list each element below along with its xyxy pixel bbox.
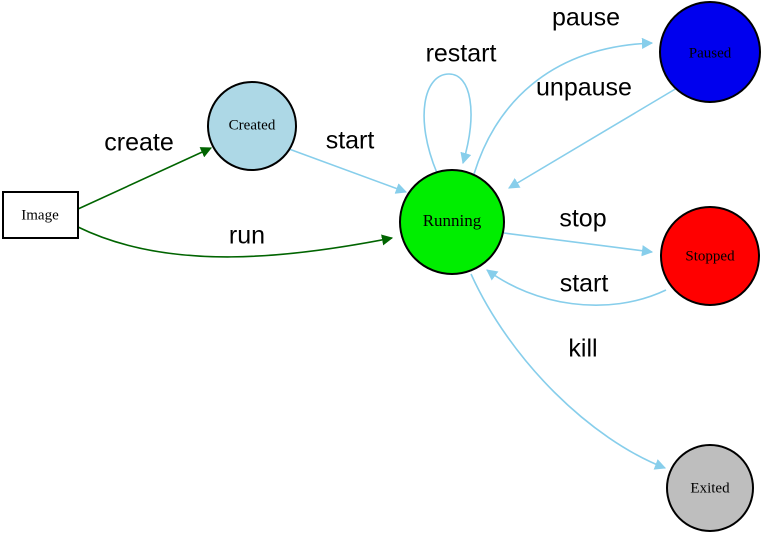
node-image-label: Image — [21, 207, 59, 223]
edge-pause[interactable] — [473, 37, 654, 175]
node-image[interactable]: Image — [2, 191, 79, 239]
edge-label-pause: pause — [552, 4, 620, 32]
node-stopped-shape — [660, 206, 760, 306]
edge-label-run: run — [229, 222, 265, 250]
edge-label-start-created: start — [326, 127, 375, 155]
edge-start-stopped-path — [486, 269, 667, 306]
node-created-label: Created — [229, 117, 276, 133]
edge-label-create: create — [104, 129, 173, 157]
edge-unpause-path — [508, 87, 678, 189]
node-running[interactable]: Running — [399, 169, 505, 275]
nodes-layer: Image Created Running Paused Stopped — [2, 1, 761, 532]
edge-labels-layer: create run start restart pause unpause s… — [104, 4, 632, 363]
edge-label-kill: kill — [568, 335, 597, 363]
edge-start-stopped[interactable] — [486, 269, 667, 306]
edge-run-path — [77, 226, 394, 258]
edge-create-path — [77, 147, 213, 210]
edge-run[interactable] — [77, 226, 394, 258]
edge-unpause[interactable] — [508, 87, 678, 189]
node-created[interactable]: Created — [207, 81, 297, 171]
node-exited-label: Exited — [690, 480, 730, 496]
edges-layer — [77, 37, 678, 470]
node-running-shape — [399, 169, 505, 275]
edge-restart[interactable] — [423, 73, 472, 174]
edge-start-created-path — [288, 148, 408, 194]
edge-start-created[interactable] — [288, 148, 408, 194]
node-image-shape — [2, 191, 79, 239]
node-stopped[interactable]: Stopped — [660, 206, 760, 306]
edge-kill-path — [470, 273, 667, 470]
node-paused[interactable]: Paused — [659, 1, 761, 103]
edge-stop-path — [503, 232, 654, 257]
edge-label-unpause: unpause — [536, 74, 632, 102]
node-running-label: Running — [423, 211, 482, 230]
edge-label-stop: stop — [559, 205, 606, 233]
edge-create[interactable] — [77, 147, 213, 210]
node-paused-label: Paused — [689, 45, 732, 61]
node-exited[interactable]: Exited — [666, 444, 754, 532]
edge-stop[interactable] — [503, 232, 654, 257]
edge-label-start-stopped: start — [560, 270, 609, 298]
edge-label-restart: restart — [426, 40, 497, 68]
node-stopped-label: Stopped — [685, 248, 735, 264]
node-exited-shape — [666, 444, 754, 532]
node-paused-shape — [659, 1, 761, 103]
edge-pause-path — [473, 37, 654, 175]
edge-kill[interactable] — [470, 273, 667, 470]
edge-restart-path — [423, 73, 472, 174]
node-created-shape — [207, 81, 297, 171]
